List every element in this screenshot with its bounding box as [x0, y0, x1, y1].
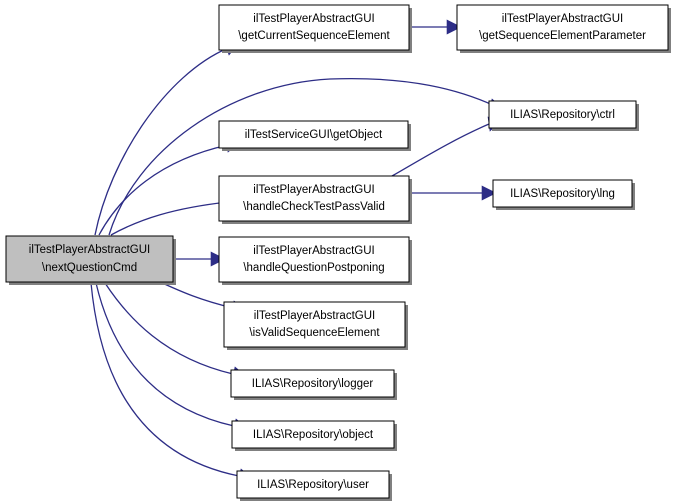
- node-get-current-sequence-element[interactable]: ilTestPlayerAbstractGUI \getCurrentSeque…: [218, 4, 412, 53]
- edge-handle-check-test-pass-valid-to-ilias-repository-lng: [409, 185, 497, 201]
- node-ilias-repository-logger[interactable]: ILIAS\Repository\logger: [230, 369, 397, 400]
- edge-get-current-sequence-element-to-get-sequence-element-parameter: [409, 19, 462, 35]
- node-ilias-repository-lng[interactable]: ILIAS\Repository\lng: [492, 179, 635, 210]
- edge-next-question-cmd-to-get-current-sequence-element: [94, 40, 239, 236]
- node-label-ilias-repository-user: ILIAS\Repository\user: [257, 479, 369, 491]
- node-label-ilias-repository-object: ILIAS\Repository\object: [253, 429, 374, 441]
- node-label-ilias-repository-lng: ILIAS\Repository\lng: [510, 188, 615, 200]
- node-ilias-repository-user[interactable]: ILIAS\Repository\user: [236, 470, 392, 501]
- node-label-il-test-service-gui-get-object: ilTestServiceGUI\getObject: [245, 129, 383, 141]
- node-handle-question-postponing[interactable]: ilTestPlayerAbstractGUI \handleQuestionP…: [218, 236, 412, 285]
- node-label-get-current-sequence-element-line1: ilTestPlayerAbstractGUI: [253, 13, 374, 25]
- node-is-valid-sequence-element[interactable]: ilTestPlayerAbstractGUI \isValidSequence…: [223, 301, 408, 350]
- node-il-test-service-gui-get-object[interactable]: ilTestServiceGUI\getObject: [218, 120, 411, 151]
- node-label-get-current-sequence-element-line2: \getCurrentSequenceElement: [238, 30, 390, 42]
- node-label-handle-question-postponing-line2: \handleQuestionPostponing: [243, 262, 384, 274]
- node-next-question-cmd[interactable]: ilTestPlayerAbstractGUI \nextQuestionCmd: [5, 235, 176, 285]
- edge-next-question-cmd-to-handle-question-postponing: [173, 251, 226, 267]
- node-get-sequence-element-parameter[interactable]: ilTestPlayerAbstractGUI \getSequenceElem…: [456, 4, 671, 53]
- node-label-ilias-repository-ctrl: ILIAS\Repository\ctrl: [510, 109, 615, 121]
- node-label-next-question-cmd-line2: \nextQuestionCmd: [42, 262, 137, 274]
- node-label-next-question-cmd-line1: ilTestPlayerAbstractGUI: [29, 244, 150, 256]
- node-label-handle-question-postponing-line1: ilTestPlayerAbstractGUI: [253, 245, 374, 257]
- node-handle-check-test-pass-valid[interactable]: ilTestPlayerAbstractGUI \handleCheckTest…: [218, 175, 412, 224]
- nodes-layer: ilTestPlayerAbstractGUI \nextQuestionCmd…: [5, 4, 671, 501]
- node-label-handle-check-test-pass-valid-line2: \handleCheckTestPassValid: [243, 201, 385, 213]
- node-label-is-valid-sequence-element-line1: ilTestPlayerAbstractGUI: [254, 310, 375, 322]
- node-label-handle-check-test-pass-valid-line1: ilTestPlayerAbstractGUI: [253, 184, 374, 196]
- node-ilias-repository-object[interactable]: ILIAS\Repository\object: [231, 420, 397, 451]
- node-ilias-repository-ctrl[interactable]: ILIAS\Repository\ctrl: [488, 100, 639, 131]
- edge-next-question-cmd-to-il-test-service-gui-get-object: [98, 137, 240, 236]
- node-label-ilias-repository-logger: ILIAS\Repository\logger: [252, 378, 374, 390]
- node-label-is-valid-sequence-element-line2: \isValidSequenceElement: [249, 327, 380, 339]
- node-label-get-sequence-element-parameter-line2: \getSequenceElementParameter: [479, 30, 646, 42]
- node-label-get-sequence-element-parameter-line1: ilTestPlayerAbstractGUI: [502, 13, 623, 25]
